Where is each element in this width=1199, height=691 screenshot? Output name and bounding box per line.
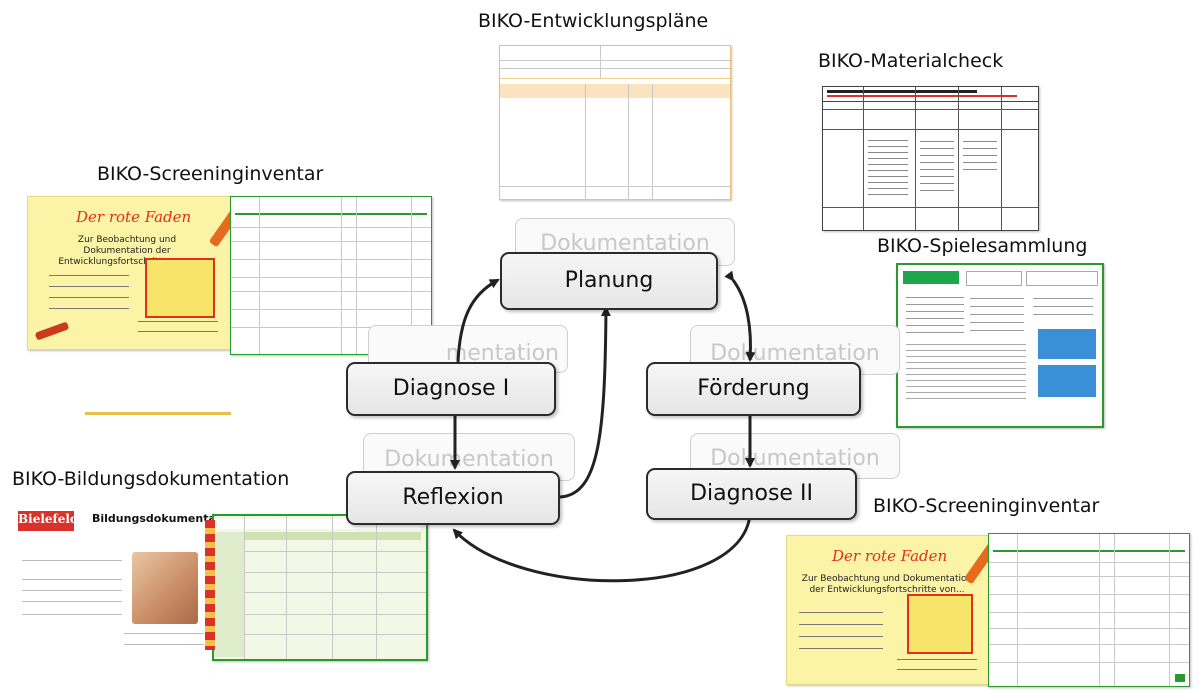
arrow-diagnose2-reflexion xyxy=(452,514,752,583)
roter-faden-title: Der rote Faden xyxy=(76,208,192,226)
ruler-line xyxy=(85,412,231,415)
label-entwicklungsplaene: BIKO-Entwicklungspläne xyxy=(478,10,709,32)
roter-faden-subtitle-bottom: Zur Beobachtung und Dokumentation der En… xyxy=(801,574,973,595)
materialcheck-thumbnail xyxy=(822,86,1039,231)
process-diagnose-2: Diagnose II xyxy=(646,468,857,520)
label-bildungsdoku: BIKO-Bildungsdokumentation xyxy=(12,468,290,490)
photo-frame-bottom xyxy=(907,594,973,654)
bildungsdoku-heading: Bildungsdokumentation xyxy=(92,512,214,525)
child-photo xyxy=(132,552,198,624)
label-screening-top: BIKO-Screeninginventar xyxy=(97,163,324,185)
label-screening-bottom: BIKO-Screeninginventar xyxy=(873,495,1100,517)
process-foerderung: Förderung xyxy=(646,362,861,416)
roter-faden-subtitle: Zur Beobachtung und Dokumentation der En… xyxy=(58,235,196,267)
spielesammlung-thumbnail xyxy=(896,263,1104,428)
photo-frame xyxy=(145,258,215,318)
bildungsdoku-cover: Bielefeld Bildungsdokumentation xyxy=(14,508,214,678)
screening-grid-bottom xyxy=(988,533,1190,687)
bildungsdoku-table xyxy=(212,514,428,661)
screening-cover-bottom: Der rote Faden Zur Beobachtung und Dokum… xyxy=(786,535,1003,685)
arrow-reflexion-planung xyxy=(559,306,611,499)
process-diagnose-1: Diagnose I xyxy=(346,362,556,416)
bielefeld-logo: Bielefeld xyxy=(18,511,78,531)
label-materialcheck: BIKO-Materialcheck xyxy=(818,50,1004,72)
arrow-planung-foerderung xyxy=(724,270,756,362)
roter-faden-title-bottom: Der rote Faden xyxy=(832,547,948,565)
label-spielesammlung: BIKO-Spielesammlung xyxy=(877,235,1088,257)
arrow-diagnose1-planung xyxy=(452,278,500,371)
ghost-dokumentation-reflexion: Dokumentation xyxy=(363,433,575,481)
process-reflexion: Reflexion xyxy=(346,471,560,525)
green-ribbon xyxy=(205,520,215,650)
entwicklungsplan-thumbnail xyxy=(499,45,731,200)
process-planung: Planung xyxy=(500,252,718,310)
